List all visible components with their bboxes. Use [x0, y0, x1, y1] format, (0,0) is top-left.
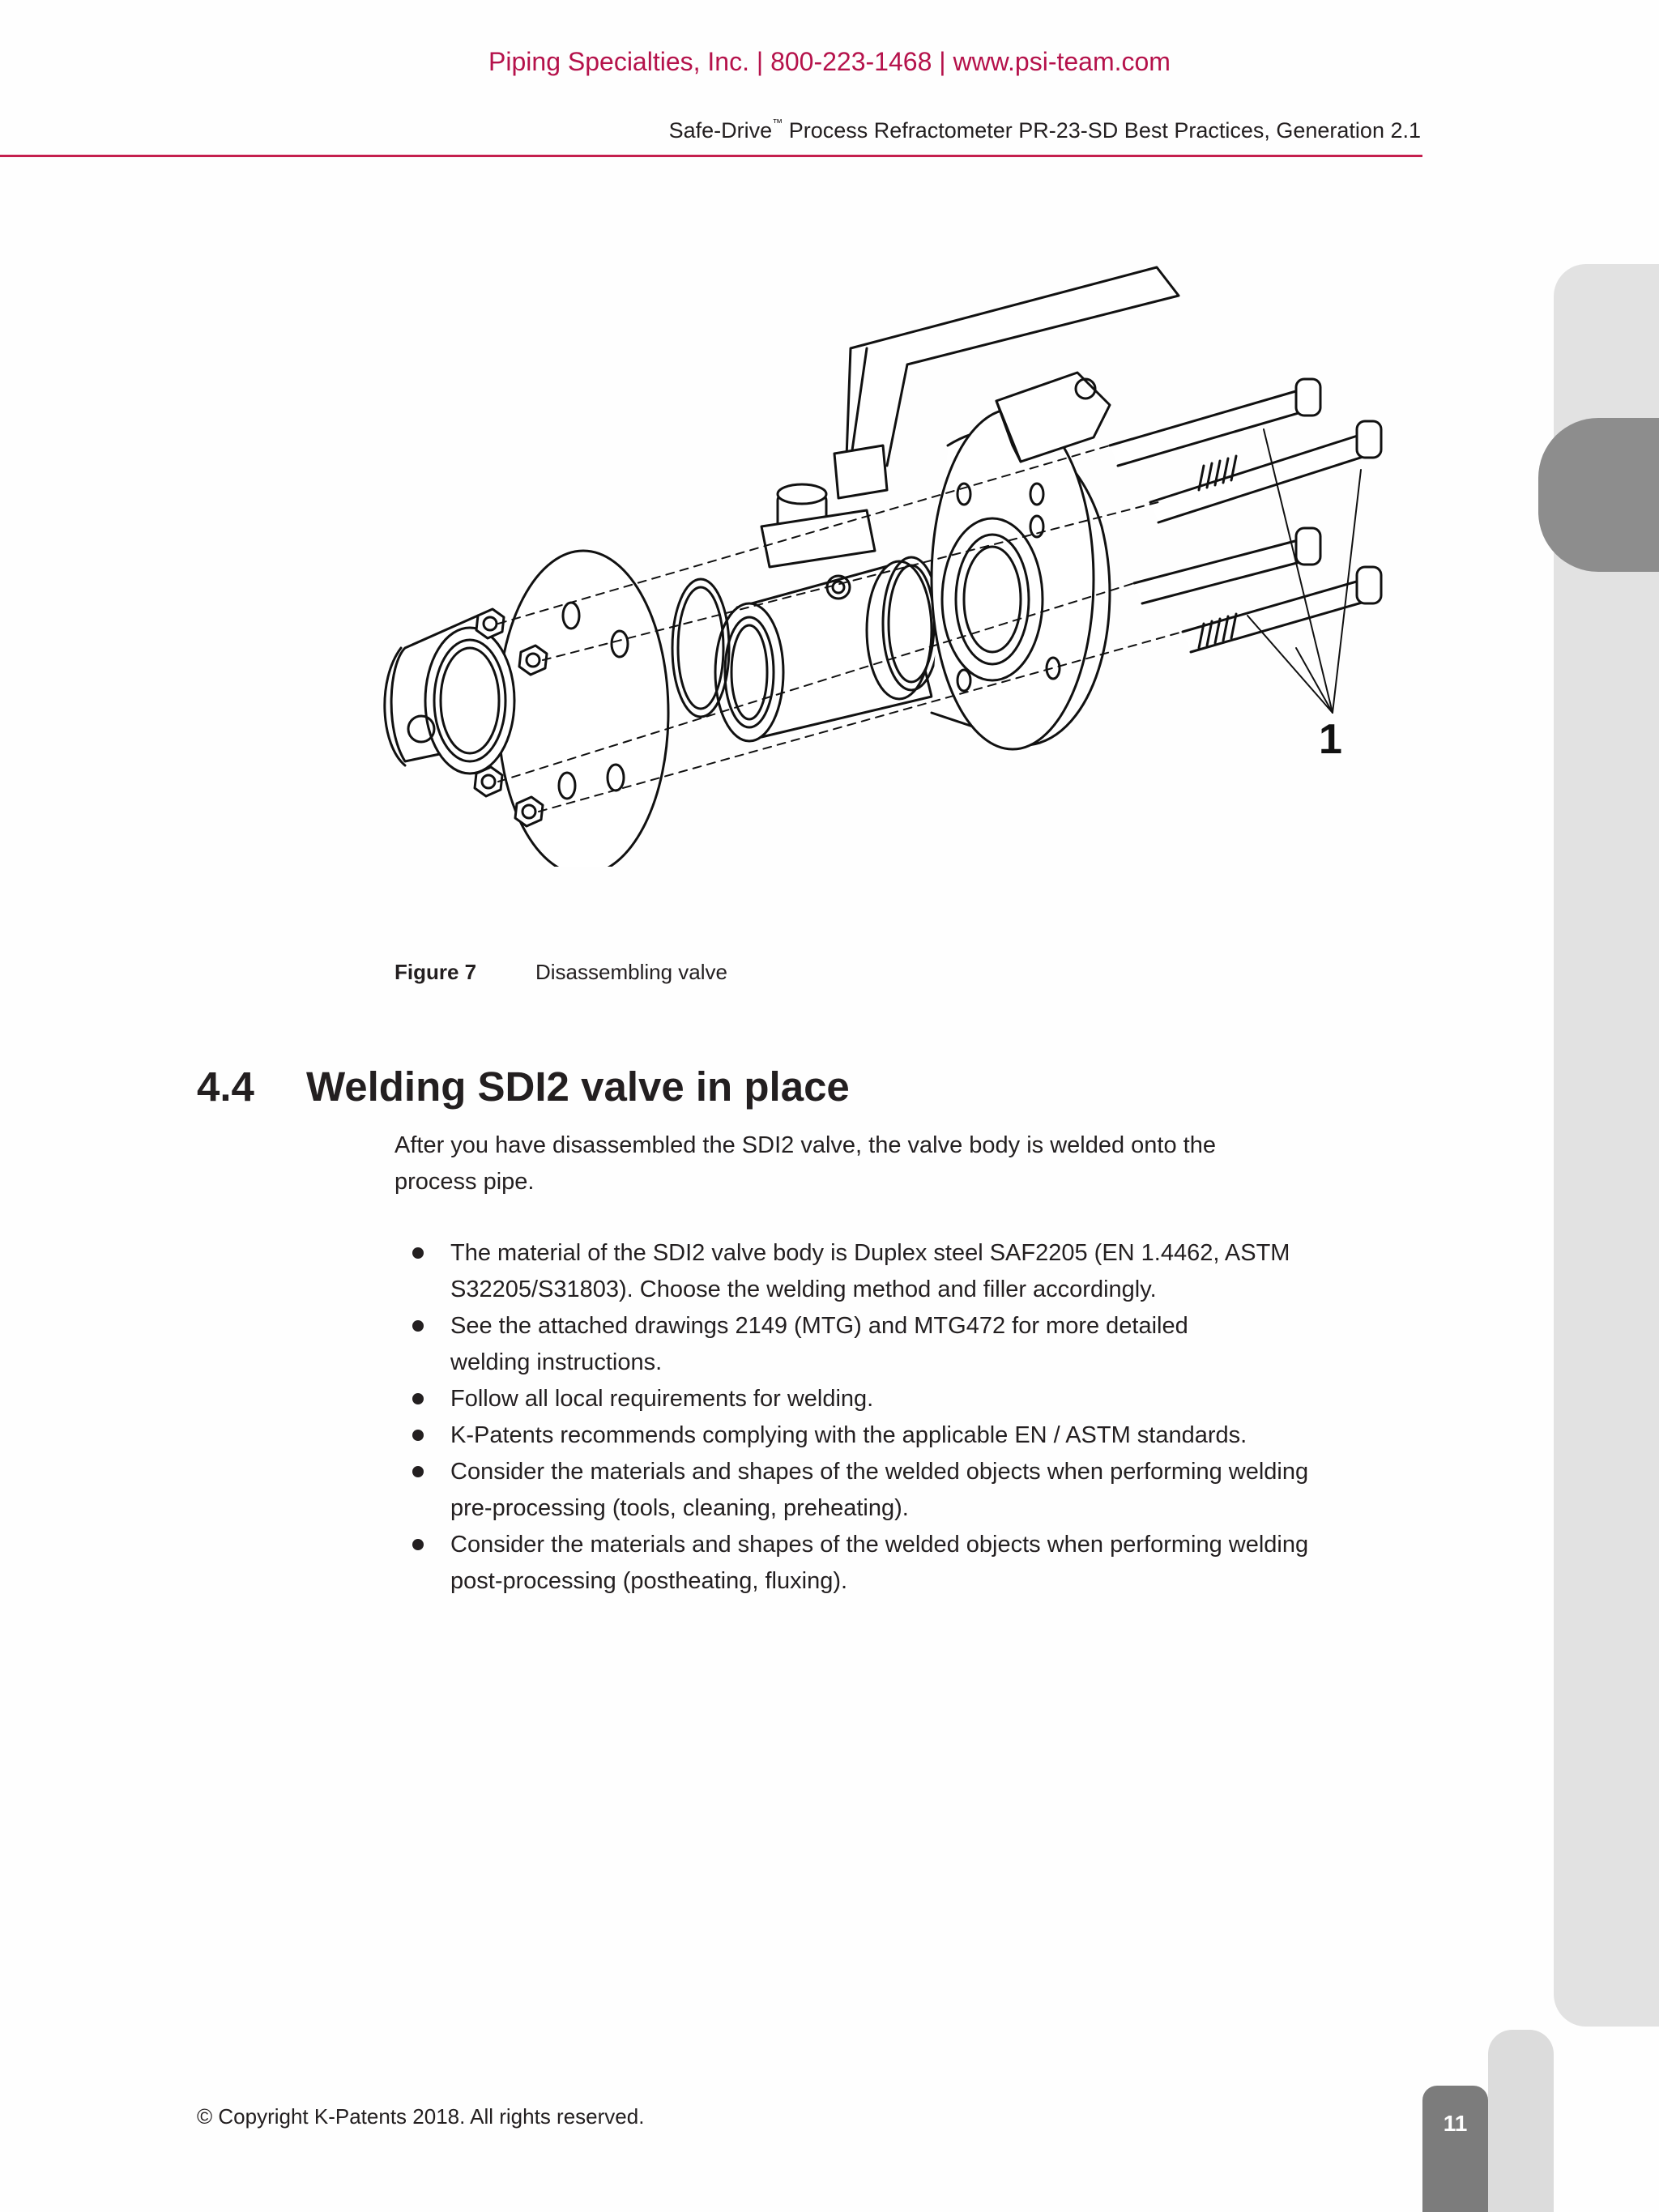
list-item-line: The material of the SDI2 valve body is D… [450, 1240, 1290, 1266]
valve-disassembly-figure: 1 [383, 266, 1383, 867]
section-number: 4.4 [197, 1063, 254, 1110]
figure-callout-1: 1 [1319, 716, 1342, 763]
list-item-line: Follow all local requirements for weldin… [450, 1386, 874, 1412]
list-item: The material of the SDI2 valve body is D… [394, 1235, 1415, 1308]
list-item-line: K-Patents recommends complying with the … [450, 1422, 1247, 1448]
list-item-line: Consider the materials and shapes of the… [450, 1532, 1309, 1558]
copyright-footer: © Copyright K-Patents 2018. All rights r… [197, 2104, 645, 2129]
section-title: Welding SDI2 valve in place [306, 1063, 850, 1110]
bullet-icon [412, 1247, 424, 1259]
figure-caption: Figure 7 Disassembling valve [394, 960, 727, 985]
list-item: See the attached drawings 2149 (MTG) and… [394, 1308, 1415, 1381]
list-item-line: Consider the materials and shapes of the… [450, 1459, 1309, 1485]
list-item-line: S32205/S31803). Choose the welding metho… [450, 1276, 1157, 1302]
hex-nuts [473, 607, 548, 828]
bullet-icon [412, 1466, 424, 1477]
bullet-icon [412, 1393, 424, 1404]
document-title: Safe-Drive™ Process Refractometer PR-23-… [668, 117, 1421, 143]
list-item: Consider the materials and shapes of the… [394, 1454, 1415, 1527]
intro-line: After you have disassembled the SDI2 val… [394, 1132, 1216, 1158]
intro-paragraph: After you have disassembled the SDI2 val… [394, 1127, 1367, 1200]
figure-label: Figure 7 [394, 960, 477, 984]
list-item: K-Patents recommends complying with the … [394, 1417, 1415, 1454]
page-number: 11 [1422, 2086, 1488, 2212]
company-contact-line: Piping Specialties, Inc. | 800-223-1468 … [488, 47, 1171, 76]
figure-caption-text: Disassembling valve [535, 960, 727, 984]
bullet-icon [412, 1320, 424, 1332]
trademark-mark: ™ [772, 117, 783, 129]
list-item: Follow all local requirements for weldin… [394, 1381, 1415, 1417]
valve-stem [760, 483, 876, 569]
doc-title-suffix: Process Refractometer PR-23-SD Best Prac… [783, 118, 1421, 143]
alignment-lines [497, 445, 1183, 812]
bullet-icon [412, 1430, 424, 1441]
bolts [1108, 377, 1383, 654]
valve-handle [833, 266, 1180, 500]
list-item-line: welding instructions. [450, 1349, 663, 1375]
left-flange [383, 549, 670, 867]
bottom-edge-tab [1488, 2030, 1554, 2212]
right-flange [930, 371, 1111, 751]
valve-body [714, 560, 933, 743]
doc-title-prefix: Safe-Drive [668, 118, 773, 143]
list-item-line: pre-processing (tools, cleaning, preheat… [450, 1495, 909, 1521]
bullet-icon [412, 1539, 424, 1550]
welding-requirements-list: The material of the SDI2 valve body is D… [394, 1235, 1415, 1600]
side-chapter-tab[interactable] [1538, 418, 1659, 572]
intro-line: process pipe. [394, 1169, 535, 1195]
list-item: Consider the materials and shapes of the… [394, 1527, 1415, 1600]
list-item-line: See the attached drawings 2149 (MTG) and… [450, 1313, 1188, 1339]
callout-leaders [1247, 428, 1362, 714]
header-divider [0, 155, 1422, 157]
list-item-line: post-processing (postheating, fluxing). [450, 1568, 848, 1594]
